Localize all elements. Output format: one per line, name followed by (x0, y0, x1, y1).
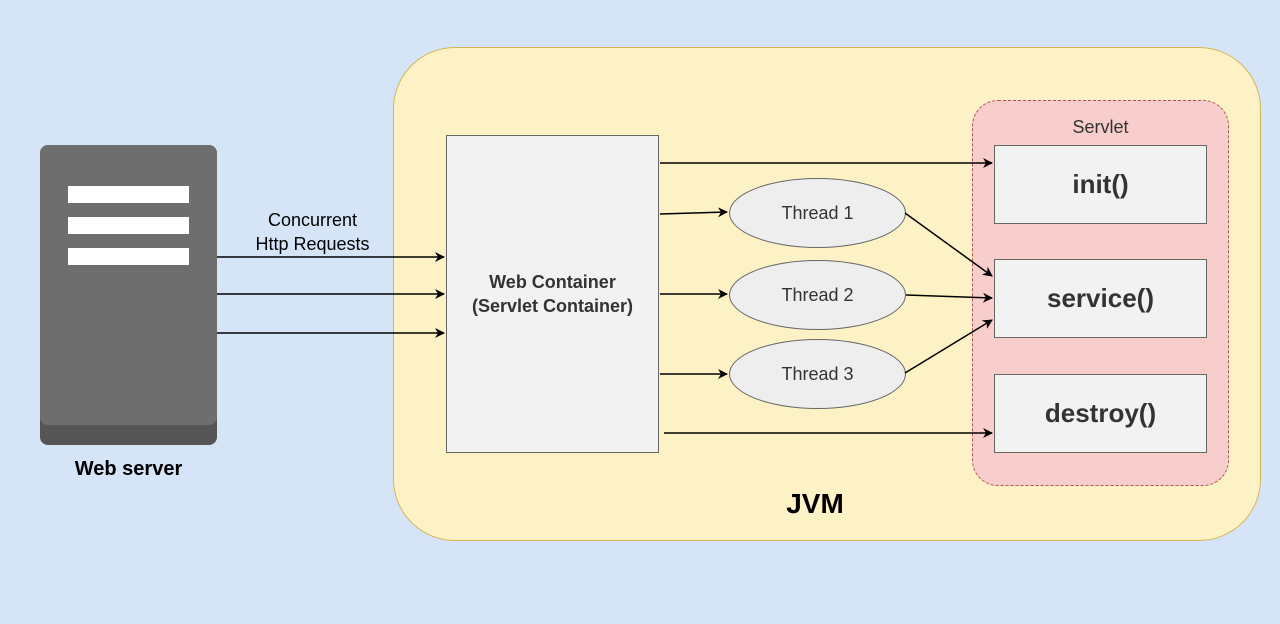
web-container-label: Web Container (Servlet Container) (472, 270, 633, 318)
destroy-method-box: destroy() (994, 374, 1207, 453)
jvm-label: JVM (786, 488, 844, 519)
requests-label-line2: Http Requests (255, 234, 370, 254)
servlet-label: Servlet (1072, 117, 1129, 137)
service-method-box: service() (994, 259, 1207, 338)
thread-node: Thread 2 (729, 260, 906, 330)
server-slot-bar (68, 248, 189, 265)
server-slot-bar (68, 217, 189, 234)
web-container-box: Web Container (Servlet Container) (446, 135, 659, 453)
web-server-label: Web server (74, 458, 183, 480)
init-method-box: init() (994, 145, 1207, 224)
requests-label: Concurrent Http Requests (230, 208, 395, 256)
requests-label-line1: Concurrent (267, 210, 358, 230)
web-container-label-line2: (Servlet Container) (471, 296, 634, 316)
web-container-label-line1: Web Container (489, 272, 616, 292)
server-slot-bar (68, 186, 189, 203)
thread-node: Thread 1 (729, 178, 906, 248)
thread-node: Thread 3 (729, 339, 906, 409)
